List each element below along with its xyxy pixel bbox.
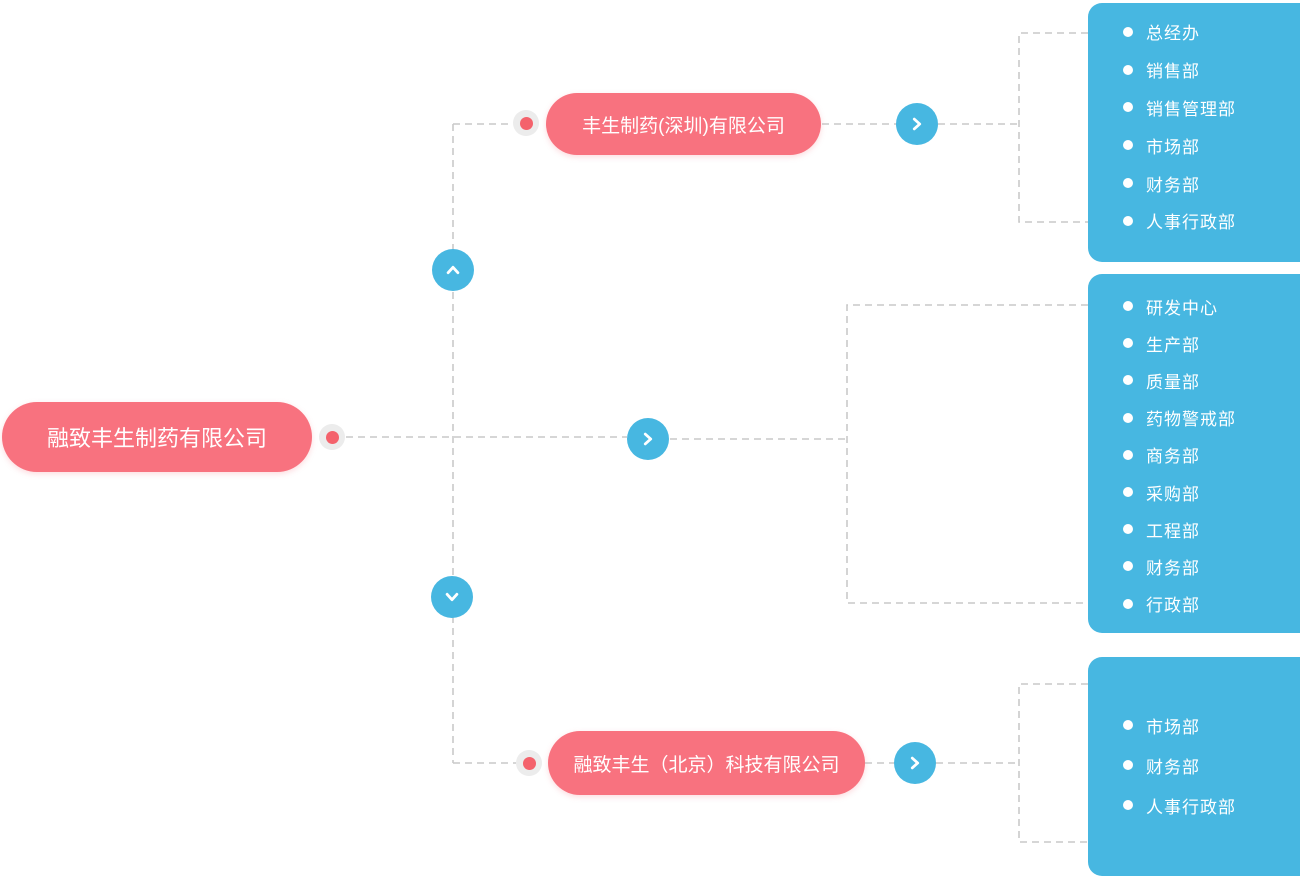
department-item[interactable]: 商务部 xyxy=(1088,436,1300,473)
bullet-icon xyxy=(1123,338,1133,349)
department-panel-root: 研发中心 生产部 质量部 药物警戒部 商务部 采购部 工程部 财务部 行政部 xyxy=(1088,274,1300,633)
department-label: 财务部 xyxy=(1146,175,1200,195)
bullet-icon xyxy=(1123,524,1133,535)
department-item[interactable]: 市场部 xyxy=(1088,705,1300,745)
department-item[interactable]: 药物警戒部 xyxy=(1088,399,1300,436)
bullet-icon xyxy=(1123,301,1133,312)
expand-shenzhen-departments-button[interactable] xyxy=(896,103,938,145)
department-label: 行政部 xyxy=(1146,596,1200,616)
chevron-right-icon xyxy=(902,750,928,776)
department-item[interactable]: 财务部 xyxy=(1088,164,1300,202)
root-company-label: 融致丰生制药有限公司 xyxy=(46,426,267,451)
department-label: 销售部 xyxy=(1146,62,1200,82)
bullet-icon xyxy=(1123,598,1133,609)
bullet-icon xyxy=(1123,800,1133,810)
subsidiary-label: 丰生制药(深圳)有限公司 xyxy=(582,115,785,137)
department-item[interactable]: 市场部 xyxy=(1088,126,1300,164)
department-item[interactable]: 工程部 xyxy=(1088,511,1300,548)
collapse-up-button[interactable] xyxy=(432,249,474,291)
bullet-icon xyxy=(1123,215,1133,226)
department-label: 财务部 xyxy=(1146,757,1200,777)
department-panel-shenzhen: 总经办 销售部 销售管理部 市场部 财务部 人事行政部 xyxy=(1088,3,1300,262)
bullet-icon xyxy=(1123,412,1133,423)
department-label: 药物警戒部 xyxy=(1146,410,1236,430)
department-label: 市场部 xyxy=(1146,137,1200,157)
bullet-icon xyxy=(1123,140,1133,151)
connector-dot xyxy=(319,424,345,450)
bullet-icon xyxy=(1123,487,1133,498)
chevron-right-icon xyxy=(904,111,930,137)
bullet-icon xyxy=(1123,449,1133,460)
department-item[interactable]: 销售部 xyxy=(1088,51,1300,89)
subsidiary-node-shenzhen[interactable]: 丰生制药(深圳)有限公司 xyxy=(546,93,821,155)
department-item[interactable]: 人事行政部 xyxy=(1088,202,1300,240)
connector-dot xyxy=(516,750,542,776)
connector-dot xyxy=(513,110,539,136)
bullet-icon xyxy=(1123,561,1133,572)
department-label: 研发中心 xyxy=(1146,298,1218,318)
department-label: 人事行政部 xyxy=(1146,797,1236,817)
expand-root-departments-button[interactable] xyxy=(627,418,669,460)
bullet-icon xyxy=(1123,102,1133,113)
department-item[interactable]: 财务部 xyxy=(1088,548,1300,585)
department-item[interactable]: 生产部 xyxy=(1088,325,1300,362)
subsidiary-label: 融致丰生（北京）科技有限公司 xyxy=(573,754,840,776)
department-label: 工程部 xyxy=(1146,521,1200,541)
chevron-up-icon xyxy=(440,257,466,283)
chevron-down-icon xyxy=(439,584,465,610)
department-item[interactable]: 财务部 xyxy=(1088,745,1300,785)
department-label: 市场部 xyxy=(1146,717,1200,737)
department-label: 采购部 xyxy=(1146,484,1200,504)
department-item[interactable]: 研发中心 xyxy=(1088,288,1300,325)
department-label: 总经办 xyxy=(1146,24,1200,44)
department-item[interactable]: 人事行政部 xyxy=(1088,785,1300,825)
department-item[interactable]: 采购部 xyxy=(1088,473,1300,510)
chevron-right-icon xyxy=(635,426,661,452)
department-label: 财务部 xyxy=(1146,558,1200,578)
root-company-node[interactable]: 融致丰生制药有限公司 xyxy=(2,402,312,472)
collapse-down-button[interactable] xyxy=(431,576,473,618)
department-label: 商务部 xyxy=(1146,447,1200,467)
department-item[interactable]: 行政部 xyxy=(1088,585,1300,622)
expand-beijing-departments-button[interactable] xyxy=(894,742,936,784)
department-label: 生产部 xyxy=(1146,335,1200,355)
department-label: 质量部 xyxy=(1146,372,1200,392)
department-item[interactable]: 销售管理部 xyxy=(1088,89,1300,127)
department-panel-beijing: 市场部 财务部 人事行政部 xyxy=(1088,657,1300,876)
department-item[interactable]: 质量部 xyxy=(1088,362,1300,399)
department-label: 销售管理部 xyxy=(1146,99,1236,119)
department-label: 人事行政部 xyxy=(1146,213,1236,233)
subsidiary-node-beijing[interactable]: 融致丰生（北京）科技有限公司 xyxy=(548,731,865,795)
bullet-icon xyxy=(1123,178,1133,189)
bullet-icon xyxy=(1123,720,1133,730)
bullet-icon xyxy=(1123,375,1133,386)
department-item[interactable]: 总经办 xyxy=(1088,13,1300,51)
bullet-icon xyxy=(1123,64,1133,75)
bullet-icon xyxy=(1123,760,1133,770)
bullet-icon xyxy=(1123,26,1133,37)
